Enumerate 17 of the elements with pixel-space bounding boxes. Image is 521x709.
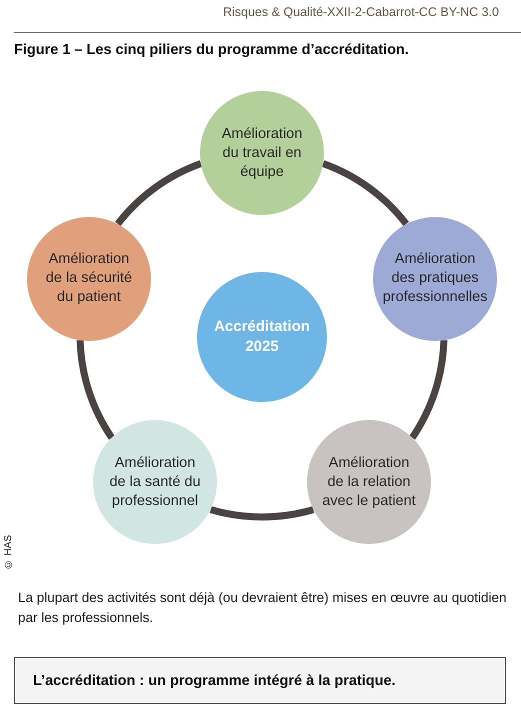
pillar-label: Amélioration des pratiques professionnelles	[382, 250, 488, 308]
figure-title: Figure 1 – Les cinq piliers du programme d’accréditation.	[14, 42, 409, 58]
pillar-label: Amélioration de la relation avec le patient	[321, 454, 417, 511]
ring-segment	[115, 160, 202, 226]
message-text: L’accréditation : un programme intégré à la pratique.	[33, 672, 396, 688]
note-paragraph: La plupart des activités sont déjà (ou devraient être) mises en œuvre au quotidien par les professionnels.	[18, 589, 508, 627]
ring-segment	[409, 340, 448, 440]
pillar-label: Amélioration du travail en équipe	[220, 124, 304, 182]
ring-segment	[210, 506, 314, 520]
pillar-label: Amélioration de la santé du professionnel	[108, 454, 202, 511]
running-header: Risques & Qualité-XXII-2-Cabarrot-CC BY-NC 3.0	[222, 5, 499, 19]
ring-segment	[76, 340, 115, 440]
copyright-note: © HAS	[3, 535, 14, 570]
message-box	[14, 657, 506, 704]
pillar-label: Amélioration de la sécurité du patient	[44, 250, 134, 308]
ring-segment	[322, 160, 409, 226]
center-label: Accréditation 2025	[213, 317, 311, 357]
